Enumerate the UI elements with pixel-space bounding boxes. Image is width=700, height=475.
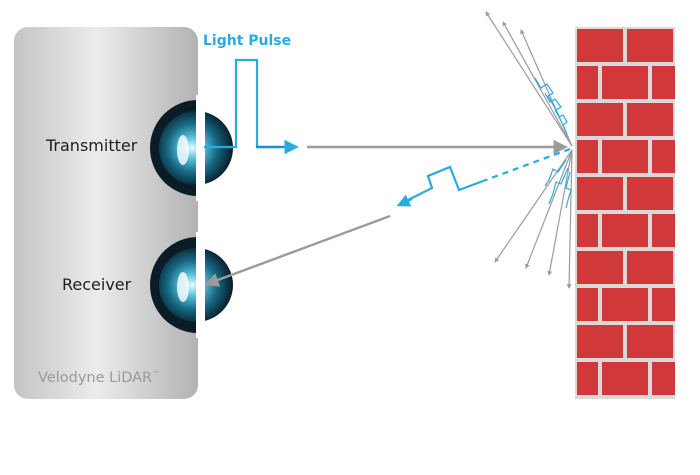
transmitter-label: Transmitter (46, 136, 138, 155)
transmitter-lens-icon (150, 95, 233, 201)
receiver-lens-icon (150, 232, 233, 338)
outgoing-light-pulse (204, 58, 299, 155)
brick-wall-icon (575, 27, 675, 399)
returning-light-pulse (396, 147, 571, 207)
receiver-label: Receiver (62, 275, 132, 294)
light-pulse-label: Light Pulse (203, 33, 292, 49)
scattered-rays-up (485, 11, 573, 147)
trademark-symbol: ™ (152, 370, 160, 378)
scattered-rays-down (494, 149, 573, 289)
scattered-pulses-down (544, 159, 572, 209)
brand-logo: Velodyne LiDAR™ (38, 370, 159, 386)
returning-ray (204, 214, 391, 287)
scattered-pulses-up (534, 77, 568, 135)
lidar-device-body (14, 27, 198, 399)
brand-name: Velodyne LiDAR (38, 370, 153, 386)
